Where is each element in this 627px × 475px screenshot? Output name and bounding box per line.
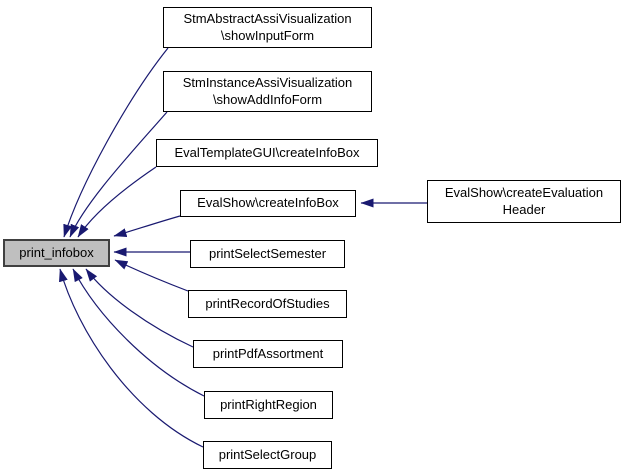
- node-print-select-semester[interactable]: printSelectSemester: [190, 240, 345, 268]
- node-label-line: \showAddInfoForm: [212, 91, 323, 107]
- node-label-line: \showInputForm: [220, 27, 315, 43]
- node-eval-template-gui-create-info-box[interactable]: EvalTemplateGUI\createInfoBox: [156, 139, 378, 167]
- node-label-line: printSelectSemester: [208, 245, 327, 261]
- node-label-line: StmInstanceAssiVisualization: [182, 74, 353, 90]
- node-label-line: printSelectGroup: [218, 446, 317, 462]
- node-print-pdf-assortment[interactable]: printPdfAssortment: [193, 340, 343, 368]
- node-label-line: EvalTemplateGUI\createInfoBox: [174, 144, 360, 160]
- node-label-line: Header: [502, 201, 546, 217]
- edge-stm-abstract-assi-visualization-show-input-form-to-print-infobox: [63, 47, 169, 238]
- node-label-line: print_infobox: [19, 244, 94, 260]
- edge-print-pdf-assortment-to-print-infobox: [85, 268, 194, 348]
- edge-eval-template-gui-create-info-box-to-print-infobox: [77, 166, 157, 238]
- node-label-line: EvalShow\createInfoBox: [197, 195, 339, 211]
- node-stm-abstract-assi-visualization-show-input-form[interactable]: StmAbstractAssiVisualization\showInputFo…: [163, 7, 372, 48]
- edge-eval-show-create-info-box-to-print-infobox: [113, 215, 181, 237]
- node-print-right-region[interactable]: printRightRegion: [204, 391, 333, 419]
- node-label-line: printRecordOfStudies: [205, 295, 330, 311]
- node-print-record-of-studies[interactable]: printRecordOfStudies: [188, 290, 347, 318]
- edge-stm-instance-assi-visualization-show-add-info-form-to-print-infobox: [69, 111, 168, 238]
- node-label-line: printRightRegion: [220, 396, 317, 412]
- node-print-select-group[interactable]: printSelectGroup: [203, 441, 332, 469]
- node-print-infobox: print_infobox: [3, 239, 110, 267]
- node-eval-show-create-info-box[interactable]: EvalShow\createInfoBox: [180, 190, 356, 217]
- edge-print-record-of-studies-to-print-infobox: [114, 259, 189, 292]
- node-label-line: EvalShow\createEvaluation: [444, 184, 604, 200]
- edge-print-right-region-to-print-infobox: [72, 268, 205, 397]
- node-stm-instance-assi-visualization-show-add-info-form[interactable]: StmInstanceAssiVisualization\showAddInfo…: [163, 71, 372, 112]
- edge-print-select-group-to-print-infobox: [59, 268, 204, 448]
- node-label-line: printPdfAssortment: [212, 345, 324, 361]
- node-label-line: StmAbstractAssiVisualization: [183, 10, 352, 26]
